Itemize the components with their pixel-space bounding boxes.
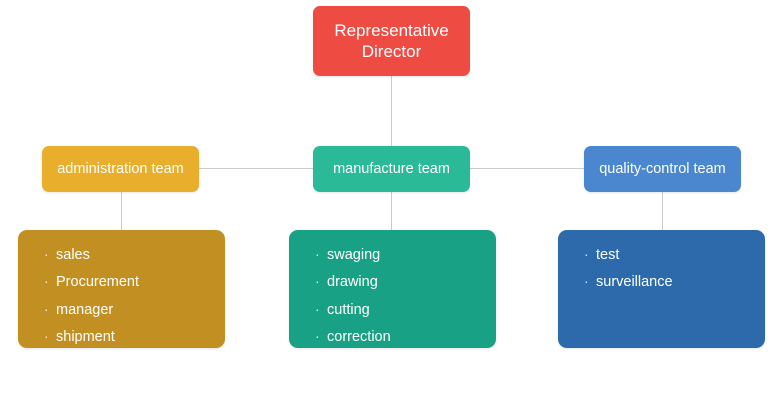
bullet-icon: · bbox=[315, 300, 320, 317]
list-item-label: test bbox=[596, 247, 620, 263]
node-administration-team[interactable]: administration team bbox=[42, 146, 199, 192]
quality-control-activities-list: · test · surveillance bbox=[584, 246, 765, 292]
node-quality-control-team-label: quality-control team bbox=[599, 160, 726, 177]
list-item: · shipment bbox=[44, 328, 225, 346]
node-manufacture-team-label: manufacture team bbox=[333, 160, 450, 177]
list-item: · Procurement bbox=[44, 273, 225, 291]
connector-root-to-manufacture bbox=[391, 76, 392, 146]
node-administration-duties[interactable]: · sales · Procurement · manager · shipme… bbox=[18, 230, 225, 348]
list-item: · drawing bbox=[315, 273, 496, 291]
connector-bus-left bbox=[199, 168, 313, 169]
list-item-label: shipment bbox=[56, 328, 115, 345]
bullet-icon: · bbox=[315, 327, 320, 344]
list-item: · test bbox=[584, 246, 765, 264]
node-quality-control-team[interactable]: quality-control team bbox=[584, 146, 741, 192]
bullet-icon: · bbox=[315, 273, 320, 290]
list-item: · correction bbox=[315, 328, 496, 346]
list-item-label: sales bbox=[56, 247, 90, 263]
list-item: · surveillance bbox=[584, 273, 765, 291]
bullet-icon: · bbox=[315, 246, 320, 262]
bullet-icon: · bbox=[44, 273, 49, 290]
list-item-label: cutting bbox=[327, 301, 370, 318]
list-item: · manager bbox=[44, 301, 225, 319]
list-item-label: drawing bbox=[327, 274, 378, 291]
list-item: · cutting bbox=[315, 301, 496, 319]
list-item-label: correction bbox=[327, 328, 391, 345]
list-item-label: swaging bbox=[327, 247, 381, 263]
node-administration-team-label: administration team bbox=[57, 160, 184, 177]
connector-manufacture-team-to-list bbox=[391, 192, 392, 230]
bullet-icon: · bbox=[44, 300, 49, 317]
bullet-icon: · bbox=[44, 246, 49, 262]
node-representative-director-label: Representative Director bbox=[334, 20, 449, 61]
connector-quality-control-team-to-list bbox=[662, 192, 663, 230]
bullet-icon: · bbox=[584, 273, 589, 290]
node-manufacture-processes[interactable]: · swaging · drawing · cutting · correcti… bbox=[289, 230, 496, 348]
node-representative-director[interactable]: Representative Director bbox=[313, 6, 470, 76]
node-quality-control-activities[interactable]: · test · surveillance bbox=[558, 230, 765, 348]
list-item-label: manager bbox=[56, 301, 114, 318]
list-item: · sales bbox=[44, 246, 225, 264]
node-manufacture-team[interactable]: manufacture team bbox=[313, 146, 470, 192]
administration-duties-list: · sales · Procurement · manager · shipme… bbox=[44, 246, 225, 346]
list-item-label: Procurement bbox=[56, 274, 140, 291]
bullet-icon: · bbox=[44, 327, 49, 344]
list-item-label: surveillance bbox=[596, 274, 673, 291]
connector-bus-right bbox=[470, 168, 584, 169]
bullet-icon: · bbox=[584, 246, 589, 262]
list-item: · swaging bbox=[315, 246, 496, 264]
manufacture-processes-list: · swaging · drawing · cutting · correcti… bbox=[315, 246, 496, 346]
connector-administration-team-to-list bbox=[121, 192, 122, 230]
